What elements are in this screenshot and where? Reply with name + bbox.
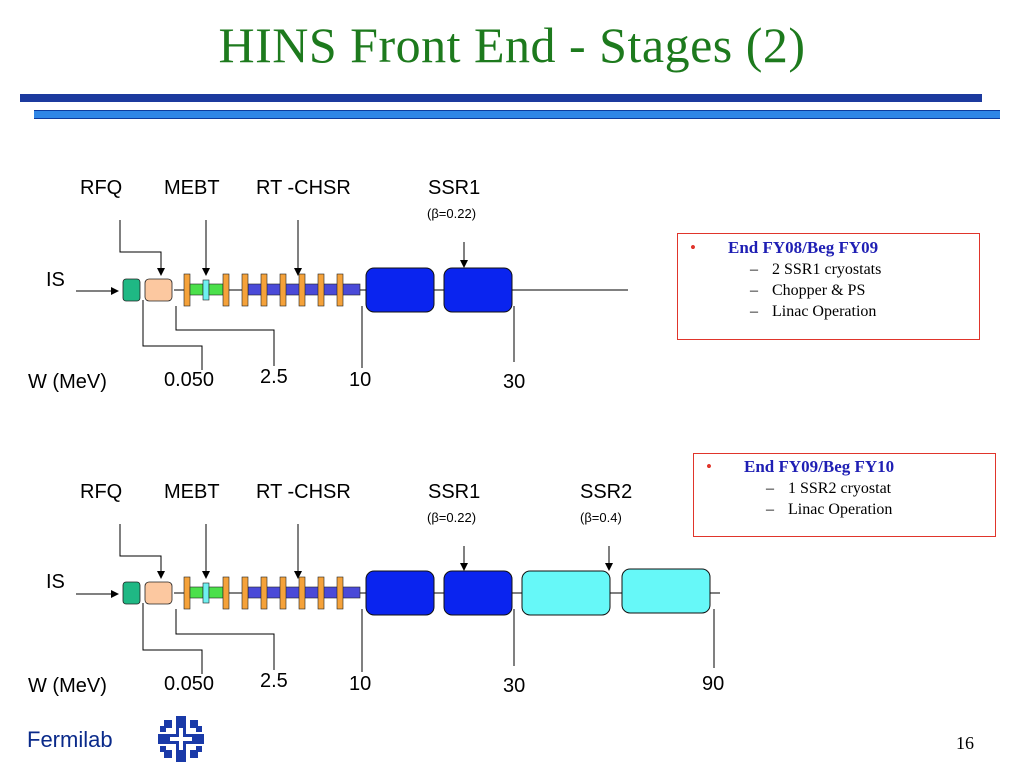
rt-cavity xyxy=(317,576,325,610)
bullet-dash: – xyxy=(750,282,758,299)
bullet-dash: – xyxy=(766,480,774,497)
ion-source xyxy=(122,278,141,302)
energy-value: 2.5 xyxy=(260,670,288,692)
rt-cavity xyxy=(298,576,306,610)
schedule-item-text: 2 SSR1 cryostats xyxy=(772,261,882,278)
ssr1-cryostat-1 xyxy=(365,267,435,313)
ssr1-beta-label: (β=0.22) xyxy=(427,206,476,221)
stage-1-schedule-box: • End FY08/Beg FY09 – 2 SSR1 cryostats –… xyxy=(677,233,980,340)
schedule-item: – 1 SSR2 cryostat xyxy=(694,480,995,498)
fermilab-wordmark: Fermilab xyxy=(27,727,113,752)
bullet-dash: – xyxy=(750,261,758,278)
rfq-label: RFQ xyxy=(80,481,122,503)
is-label: IS xyxy=(46,571,65,593)
energy-value: 0.050 xyxy=(164,673,214,695)
stage-2: RFQ MEBT RT -CHSR SSR1 (β=0.22) SSR2 (β=… xyxy=(28,481,724,697)
ion-source xyxy=(122,581,141,605)
energy-leader-rfq xyxy=(142,603,203,674)
stage-2-schedule-box: • End FY09/Beg FY10 – 1 SSR2 cryostat – … xyxy=(693,453,996,537)
ssr1-beta-label: (β=0.22) xyxy=(427,510,476,525)
energy-leader-mebt xyxy=(175,306,275,366)
rfq-block xyxy=(144,278,173,302)
rt-cavity xyxy=(336,273,344,307)
energy-value: 30 xyxy=(503,675,525,697)
rtchsr-label: RT -CHSR xyxy=(256,177,351,199)
chopper-block xyxy=(202,279,210,301)
schedule-item-text: Chopper & PS xyxy=(772,282,866,299)
energy-leader-mebt xyxy=(175,609,275,670)
fermilab-logo-icon xyxy=(158,716,204,762)
mebt-label: MEBT xyxy=(164,177,220,199)
stage-1: RFQ MEBT RT -CHSR SSR1 (β=0.22) IS W (Me… xyxy=(28,177,628,393)
rfq-pointer xyxy=(119,220,165,276)
ssr2-cryostat-2 xyxy=(621,568,711,614)
rt-cavity xyxy=(279,576,287,610)
mebt-buncher-2 xyxy=(222,273,230,307)
schedule-heading: • End FY09/Beg FY10 xyxy=(694,457,995,477)
slide-title: HINS Front End - Stages (2) xyxy=(218,17,806,73)
ssr1-cryostat-1 xyxy=(365,570,435,616)
mebt-section-2 xyxy=(208,283,224,296)
rtchsr-label: RT -CHSR xyxy=(256,481,351,503)
energy-value: 90 xyxy=(702,673,724,695)
schedule-list: – 1 SSR2 cryostat – Linac Operation xyxy=(694,480,995,519)
page-number: 16 xyxy=(956,733,974,753)
schedule-item: – 2 SSR1 cryostats xyxy=(678,261,979,279)
ssr2-cryostat-1 xyxy=(521,570,611,616)
rfq-block xyxy=(144,581,173,605)
mebt-buncher-2 xyxy=(222,576,230,610)
energy-axis-label: W (MeV) xyxy=(28,371,107,393)
ssr1-cryostat-2 xyxy=(443,267,513,313)
schedule-heading-text: End FY08/Beg FY09 xyxy=(728,238,879,257)
schedule-item-text: 1 SSR2 cryostat xyxy=(788,480,892,497)
mebt-buncher-1 xyxy=(183,273,191,307)
energy-axis-label: W (MeV) xyxy=(28,675,107,697)
schedule-item-text: Linac Operation xyxy=(788,501,893,518)
bullet-dot: • xyxy=(690,238,696,257)
energy-value: 10 xyxy=(349,369,371,391)
schedule-item-text: Linac Operation xyxy=(772,303,877,320)
rt-cavity xyxy=(241,273,249,307)
bullet-dash: – xyxy=(766,501,774,518)
rt-cavity xyxy=(260,273,268,307)
energy-value: 10 xyxy=(349,673,371,695)
mebt-section-2 xyxy=(208,586,224,599)
energy-value: 2.5 xyxy=(260,366,288,388)
mebt-buncher-1 xyxy=(183,576,191,610)
ssr1-label: SSR1 xyxy=(428,481,480,503)
bullet-dot: • xyxy=(706,457,712,476)
rt-cavity xyxy=(279,273,287,307)
rt-cavity xyxy=(317,273,325,307)
ssr1-label: SSR1 xyxy=(428,177,480,199)
schedule-item: – Linac Operation xyxy=(694,501,995,519)
rfq-label: RFQ xyxy=(80,177,122,199)
ssr2-label: SSR2 xyxy=(580,481,632,503)
mebt-section-1 xyxy=(189,586,204,599)
title-rule-dark xyxy=(20,94,982,102)
energy-leader-rfq xyxy=(142,300,203,370)
energy-value: 0.050 xyxy=(164,369,214,391)
rt-cavity xyxy=(336,576,344,610)
mebt-label: MEBT xyxy=(164,481,220,503)
chopper-block xyxy=(202,582,210,604)
bullet-dash: – xyxy=(750,303,758,320)
energy-value: 30 xyxy=(503,371,525,393)
schedule-item: – Linac Operation xyxy=(678,303,979,321)
rt-cavity xyxy=(298,273,306,307)
schedule-list: – 2 SSR1 cryostats – Chopper & PS – Lina… xyxy=(678,261,979,321)
rt-cavity xyxy=(241,576,249,610)
is-label: IS xyxy=(46,269,65,291)
schedule-heading-text: End FY09/Beg FY10 xyxy=(744,457,895,476)
schedule-item: – Chopper & PS xyxy=(678,282,979,300)
ssr2-beta-label: (β=0.4) xyxy=(580,510,622,525)
rt-cavity xyxy=(260,576,268,610)
ssr1-cryostat-2 xyxy=(443,570,513,616)
mebt-section-1 xyxy=(189,283,204,296)
title-rule-light xyxy=(34,110,1000,119)
rfq-pointer xyxy=(119,524,165,579)
schedule-heading: • End FY08/Beg FY09 xyxy=(678,238,979,258)
